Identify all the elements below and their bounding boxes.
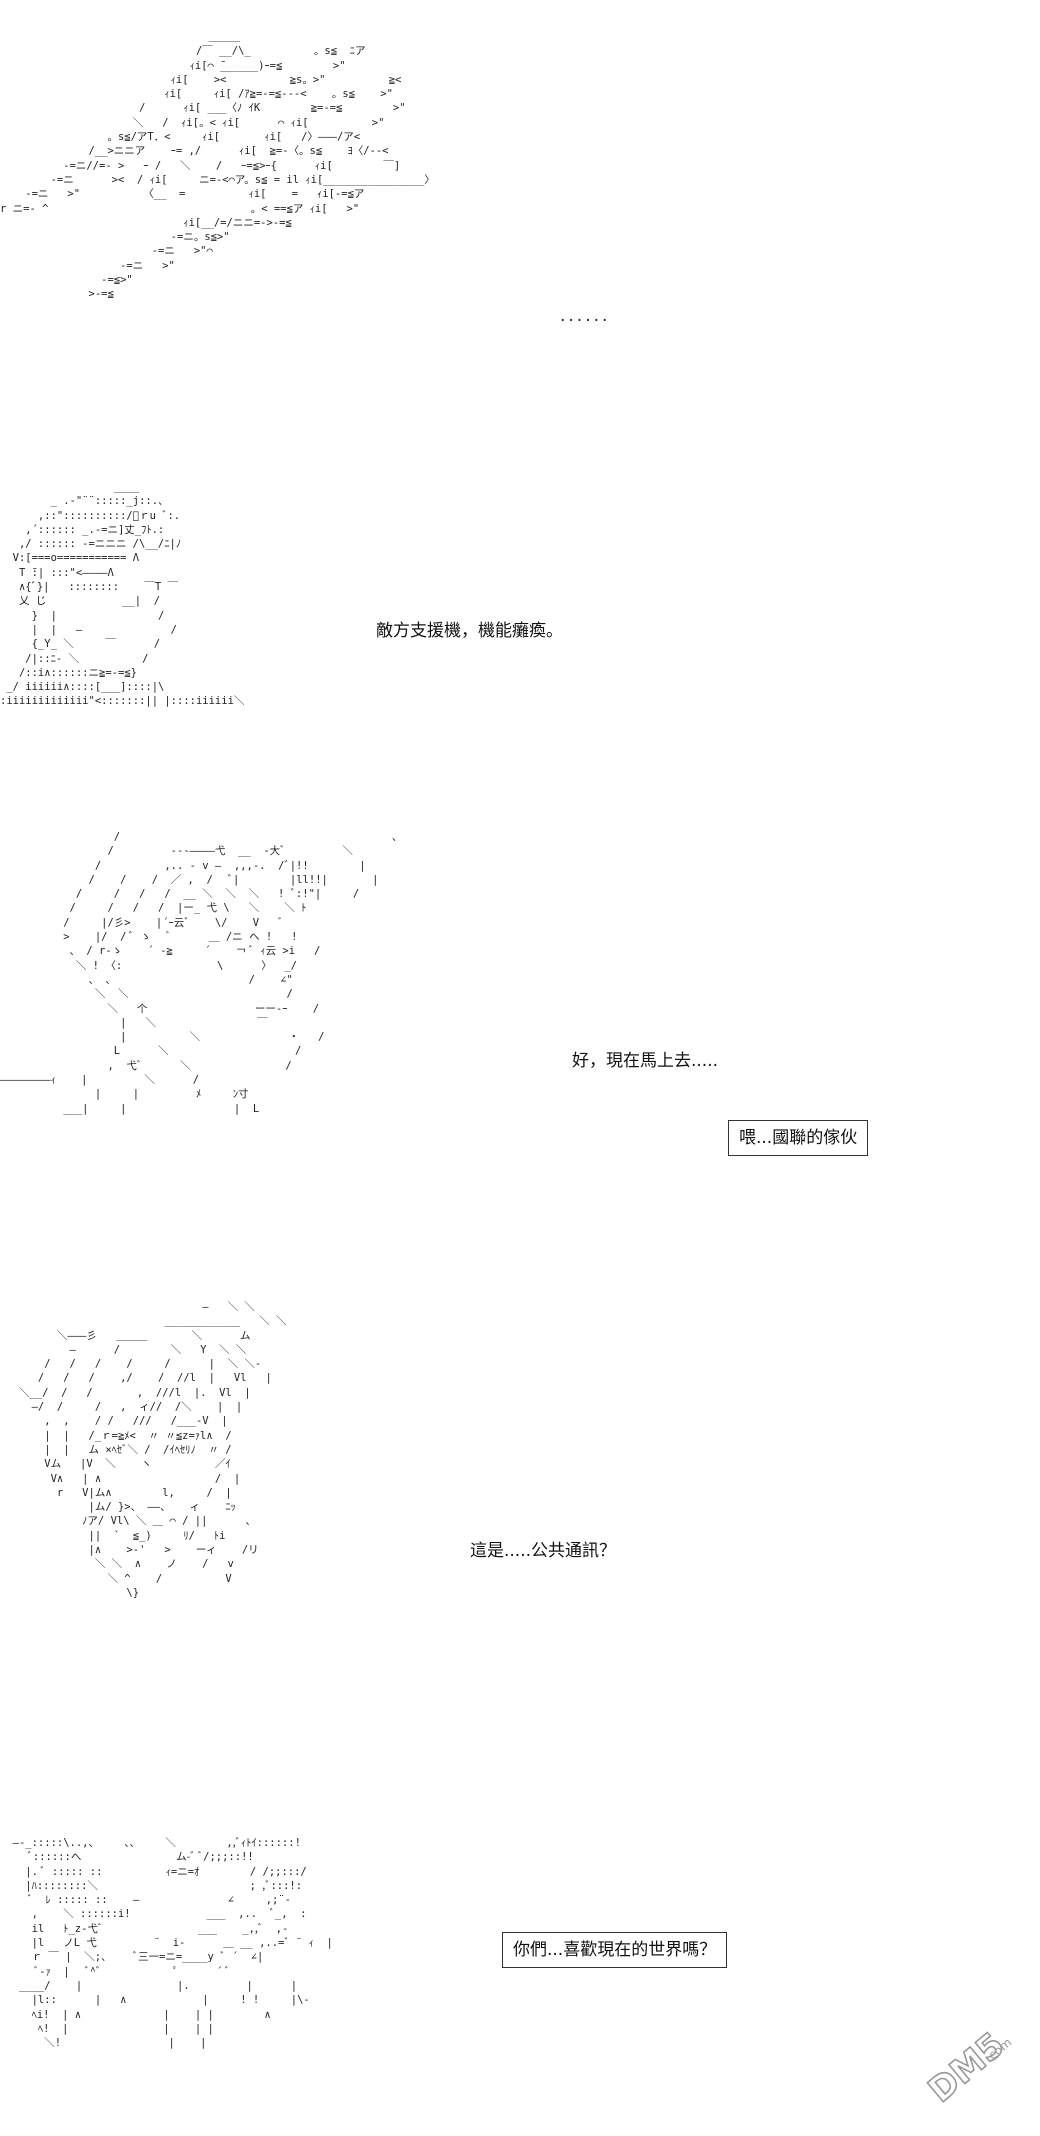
ellipsis-text: ...... bbox=[560, 306, 611, 326]
dm5-watermark-logo: DM5 .com bbox=[920, 2024, 1014, 2111]
panel-1: ＿＿＿ /￣ __/\_ 。s≦ ﾆア ｨi[⌒ ̄______)ｰ=≦ >" … bbox=[0, 20, 1040, 440]
ascii-art: / 、 / ---――――弋 __ -大ﾞ ＼ / ,.. - v ― ,,,-… bbox=[0, 831, 403, 1115]
dialogue-caption: 這是.....公共通訊？ bbox=[470, 1541, 617, 1561]
panel-2: ____ _ .-"¨¨:::::_j::.、 ,::"::::::::::/ﾟ… bbox=[0, 470, 1040, 800]
ascii-art: ― ＼ ＼ ____________ ＼ ＼ ＼―――彡 ＿＿＿ ＼ ム ― /… bbox=[18, 1301, 287, 1599]
panel-3: / 、 / ---――――弋 __ -大ﾞ ＼ / ,.. - v ― ,,,-… bbox=[0, 820, 1040, 1260]
speech-box: 喂...國聯的傢伙 bbox=[728, 1120, 869, 1156]
dialogue-caption: 敵方支援機，機能癱瘓。 bbox=[376, 621, 563, 641]
dialogue-caption: 好，現在馬上去..... bbox=[572, 1051, 719, 1071]
ascii-art: ____ _ .-"¨¨:::::_j::.、 ,::"::::::::::/ﾟ… bbox=[0, 481, 245, 708]
ascii-art: ―-_:::::\..,、 、、 ＼ ,,ﾞｨﾄｲ::::::! ﾞ::::::… bbox=[12, 1837, 333, 2050]
watermark-text: DM5 bbox=[921, 2025, 1012, 2111]
panel-5: ―-_:::::\..,、 、、 ＼ ,,ﾞｨﾄｲ::::::! ﾞ::::::… bbox=[0, 1826, 1040, 2136]
panel-4: ― ＼ ＼ ____________ ＼ ＼ ＼―――彡 ＿＿＿ ＼ ム ― /… bbox=[0, 1290, 1040, 1810]
speech-box: 你們...喜歡現在的世界嗎？ bbox=[502, 1932, 728, 1968]
ascii-art: ＿＿＿ /￣ __/\_ 。s≦ ﾆア ｨi[⌒ ̄______)ｰ=≦ >" … bbox=[0, 31, 435, 301]
